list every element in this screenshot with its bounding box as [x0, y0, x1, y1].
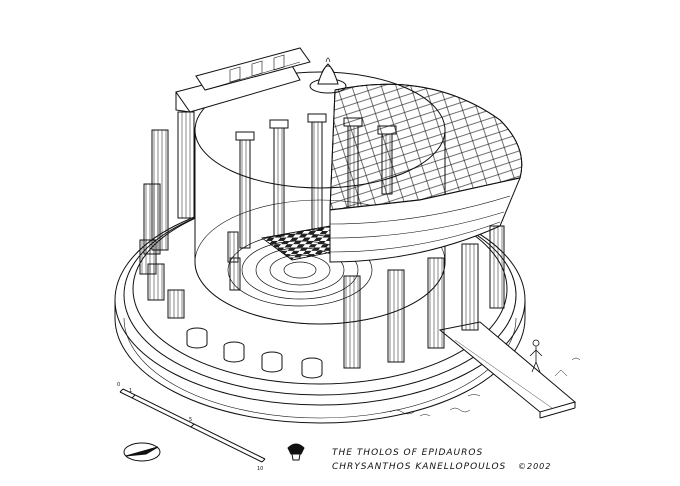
ruined-doric-columns: [139, 111, 195, 319]
drum-stump-3: [261, 351, 283, 373]
drum-stump-1: [186, 327, 208, 349]
column-drum-stumps: [186, 327, 323, 379]
drum-stump-4: [301, 357, 323, 379]
scale-bar-labels: 0 1 5 10: [117, 382, 263, 472]
doric-column-2: [387, 269, 405, 363]
doric-column-left-2: [177, 111, 195, 219]
outer-entablature: [329, 177, 521, 263]
corinthian-column-2: [269, 119, 289, 237]
corinthian-column-1: [235, 131, 255, 249]
human-scale-figure: [529, 339, 543, 373]
roof-finial: [309, 57, 347, 94]
drawing-author: CHRYSANTHOS KANELLOPOULOS: [332, 462, 507, 472]
rear-entablature-cutaway: [175, 47, 311, 113]
doric-column-3: [427, 257, 445, 349]
doric-column-1: [343, 275, 361, 369]
doric-column-left-6: [167, 289, 185, 319]
scale-tick-label: 0: [117, 382, 120, 388]
copyright-year: ©2002: [518, 462, 552, 471]
doric-column-4: [461, 243, 479, 331]
drum-stump-2: [223, 341, 245, 363]
doric-column-5: [489, 225, 505, 309]
scale-bar: [119, 388, 266, 463]
doric-column-left-5: [147, 263, 165, 301]
capital-ornament-icon: [287, 443, 305, 461]
scale-tick-label: 10: [257, 466, 263, 472]
outer-doric-colonnade: [343, 225, 505, 369]
north-arrow-icon: [123, 442, 161, 462]
corinthian-column-3: [307, 113, 327, 231]
scale-tick-label: 1: [129, 388, 132, 394]
ground-hatching: [389, 357, 581, 417]
scale-tick-label: 5: [189, 417, 192, 423]
corinthian-column-stump-2: [229, 257, 241, 291]
tiled-roof: [329, 83, 523, 211]
drawing-title: THE THOLOS OF EPIDAUROS: [332, 448, 484, 458]
